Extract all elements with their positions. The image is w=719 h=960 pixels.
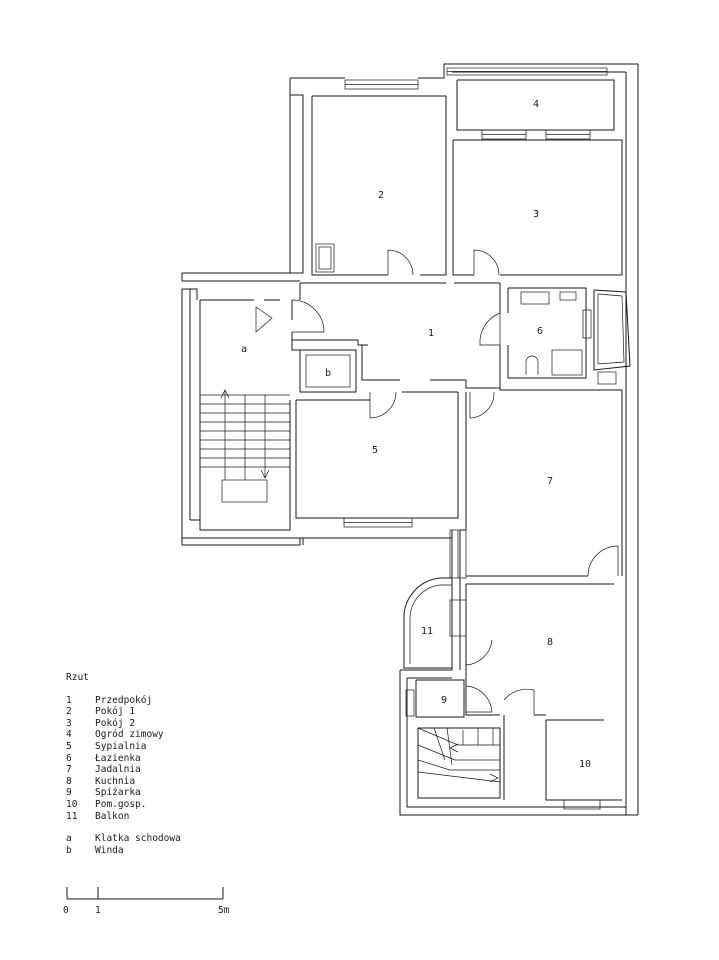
room-label-b: b: [325, 368, 331, 379]
room-label-1: 1: [428, 328, 434, 339]
room-labels: 1 2 3 4 5 6 7 8 9 10 11 a b: [241, 99, 591, 770]
pantry-9: [405, 679, 493, 718]
room-2-walls: [311, 79, 447, 276]
balcony-11: [403, 529, 467, 669]
room-label-2: 2: [378, 190, 384, 201]
staircase-a: [199, 299, 291, 531]
scale-label-5m: 5m: [218, 905, 230, 916]
scale-bar: [66, 887, 224, 900]
room-5-walls: [295, 391, 459, 528]
room-8-walls: [465, 545, 619, 800]
room-7-walls: [460, 387, 623, 576]
room-4-walls: [446, 67, 615, 140]
room-label-3: 3: [533, 209, 539, 220]
room-label-5: 5: [372, 445, 378, 456]
room-label-4: 4: [533, 99, 539, 110]
scale-label-0: 0: [63, 905, 69, 916]
room-1-walls: [291, 282, 501, 389]
staircase-lower: [417, 727, 501, 799]
room-6-walls: [507, 287, 592, 379]
room-label-10: 10: [579, 759, 591, 770]
room-10-walls: [545, 719, 622, 810]
lift-b: [299, 349, 357, 393]
room-label-6: 6: [537, 326, 543, 337]
room-label-a: a: [241, 344, 247, 355]
room-label-8: 8: [547, 637, 553, 648]
outer-walls: [181, 63, 639, 816]
room-label-9: 9: [441, 695, 447, 706]
room-label-7: 7: [547, 476, 553, 487]
legend-title: Rzut: [66, 672, 89, 683]
room-6-cabinet: [593, 289, 631, 385]
room-label-11: 11: [421, 626, 433, 637]
room-3-walls: [452, 139, 623, 276]
scale-label-1: 1: [95, 905, 101, 916]
